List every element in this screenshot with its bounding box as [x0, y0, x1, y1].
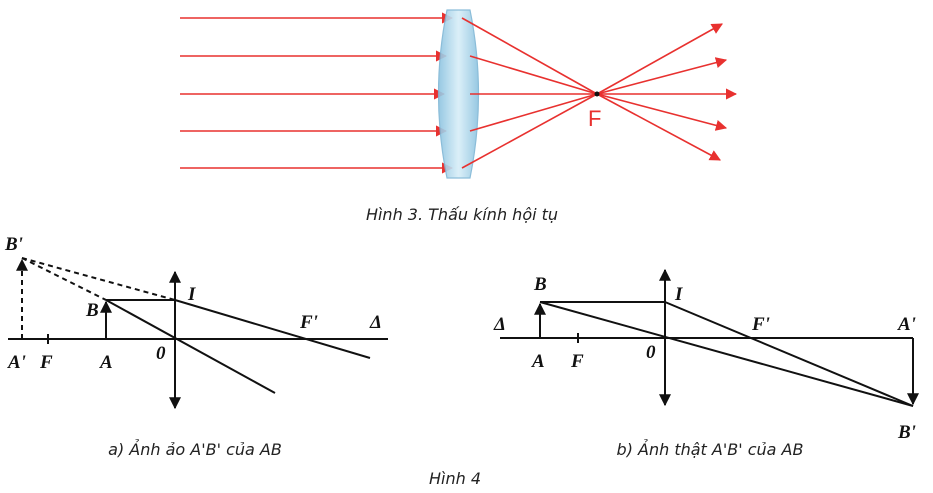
- refracted-ray: [664, 301, 914, 407]
- label-o: 0: [646, 342, 656, 363]
- virtual-image-diagram: B' B A' F A 0 I F' Δ a) Ảnh ảo A'B' của …: [4, 234, 388, 459]
- label-a-prime: A': [897, 314, 916, 335]
- figure3-caption: Hình 3. Thấu kính hội tụ: [366, 205, 558, 224]
- label-b-prime: B': [897, 422, 916, 443]
- central-ray: [539, 301, 914, 407]
- label-b: B: [533, 274, 547, 295]
- real-image-diagram: B Δ A F 0 I F' A' B' b) Ảnh thật A'B' củ…: [493, 268, 919, 459]
- caption-b: b) Ảnh thật A'B' của AB: [617, 439, 804, 459]
- label-f-prime: F': [751, 314, 770, 335]
- focal-point: [594, 91, 600, 97]
- label-a: A: [531, 351, 545, 372]
- label-a-prime: A': [7, 352, 26, 373]
- dashed-extension: [21, 257, 176, 301]
- label-f-prime: F': [299, 312, 318, 333]
- label-i: I: [187, 284, 196, 305]
- dashed-extension: [21, 257, 107, 301]
- label-axis: Δ: [493, 314, 506, 335]
- convex-lens: [437, 9, 480, 179]
- label-axis: Δ: [369, 312, 382, 333]
- refracted-rays: [461, 17, 738, 169]
- label-b: B: [85, 300, 99, 321]
- incident-rays: [180, 12, 454, 174]
- label-f: F: [39, 352, 53, 373]
- refracted-ray: [174, 299, 371, 359]
- figure4-caption: Hình 4: [429, 469, 481, 488]
- central-ray: [105, 299, 276, 394]
- label-f: F: [570, 351, 584, 372]
- label-i: I: [674, 284, 683, 305]
- focus-label: F: [588, 106, 601, 131]
- converging-lens-figure: F Hình 3. Thấu kính hội tụ: [180, 9, 738, 224]
- label-b-prime: B': [4, 234, 23, 255]
- label-a: A: [99, 352, 113, 373]
- caption-a: a) Ảnh ảo A'B' của AB: [108, 439, 282, 459]
- label-o: 0: [156, 343, 166, 364]
